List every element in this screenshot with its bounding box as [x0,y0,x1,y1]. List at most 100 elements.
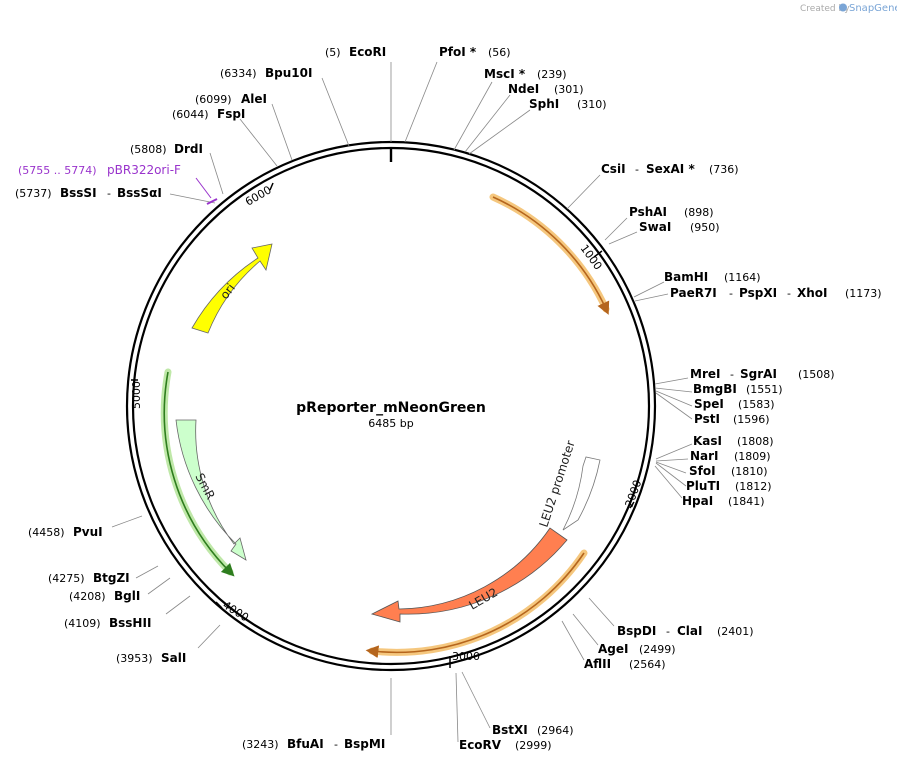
site-pluti-name: PluTI [686,479,720,493]
site-bsshii[interactable]: (4109) BssHII [64,616,151,630]
site-bpu10i-name: Bpu10I [265,66,312,80]
site-pvui[interactable]: (4458) PvuI [28,525,103,539]
site-pfoi-pos: (56) [488,46,511,59]
site-bgli-name: BglI [114,589,140,603]
site-mrei-name: MreI [690,367,720,381]
site-psti-pos: (1596) [733,413,770,426]
site-pshai[interactable]: PshAI (898) [629,205,714,219]
site-fspi-pos: (6044) [172,108,209,121]
site-paer7i-name2: PspXI [739,286,777,300]
site-bsshii-name: BssHII [109,616,151,630]
site-bfuai-name2: BspMI [344,737,385,751]
site-bsssi[interactable]: (5737) BssSI - BssSαI [15,186,162,200]
site-bmgbi[interactable]: BmgBI (1551) [693,382,783,396]
site-paer7i-sep2: - [787,287,791,300]
site-ndei-name: NdeI [508,82,539,96]
site-bamhi-pos: (1164) [724,271,761,284]
site-agei-pos: (2499) [639,643,676,656]
site-nari-pos: (1809) [734,450,771,463]
feature-leu2[interactable] [370,527,568,623]
site-csii-pos: (736) [709,163,739,176]
site-paer7i-pos: (1173) [845,287,882,300]
site-fspi[interactable]: (6044) FspI [172,107,245,121]
site-agei[interactable]: AgeI (2499) [598,642,676,656]
site-aflii-pos: (2564) [629,658,666,671]
site-pshai-name: PshAI [629,205,667,219]
site-paer7i[interactable]: PaeR7I - PspXI - XhoI (1173) [670,286,882,300]
feature-ori[interactable] [191,243,273,334]
site-ndei[interactable]: NdeI (301) [508,82,584,96]
site-bfuai[interactable]: (3243) BfuAI - BspMI [242,737,385,751]
site-sfoi[interactable]: SfoI (1810) [689,464,768,478]
site-btgzi[interactable]: (4275) BtgZI [48,571,130,585]
primer-pbr322ori-f[interactable]: (5755 .. 5774) pBR322ori-F [18,163,181,177]
orf-arrow-1[interactable] [492,196,610,315]
site-alei[interactable]: (6099) AleI [195,92,267,106]
site-spei-pos: (1583) [738,398,775,411]
site-bpu10i-pos: (6334) [220,67,257,80]
site-agei-name: AgeI [598,642,628,656]
tick-label-5000: 5000 [130,381,143,409]
site-bmgbi-pos: (1551) [746,383,783,396]
site-sphi[interactable]: SphI (310) [529,97,607,111]
plasmid-name: pReporter_mNeonGreen [296,400,486,416]
site-aflii[interactable]: AflII (2564) [584,657,666,671]
site-spei-name: SpeI [694,397,724,411]
site-bfuai-name: BfuAI [287,737,324,751]
site-csii-name2: SexAI * [646,162,695,176]
site-bstxi-pos: (2964) [537,724,574,737]
site-swai[interactable]: SwaI (950) [639,220,720,234]
site-mrei[interactable]: MreI - SgrAI (1508) [690,367,835,381]
site-csii[interactable]: CsiI - SexAI * (736) [601,162,739,176]
orf-arrow-2[interactable] [365,552,585,659]
site-nari[interactable]: NarI (1809) [690,449,771,463]
site-pfoi[interactable]: PfoI * (56) [439,45,511,59]
site-paer7i-sep: - [729,287,733,300]
site-bpu10i[interactable]: (6334) Bpu10I [220,66,312,80]
site-bsssi-sep: - [107,187,111,200]
site-psti[interactable]: PstI (1596) [694,412,770,426]
site-spei[interactable]: SpeI (1583) [694,397,775,411]
site-bspdi[interactable]: BspDI - ClaI (2401) [617,624,754,638]
site-bstxi[interactable]: BstXI (2964) [492,723,574,737]
site-bfuai-pos: (3243) [242,738,279,751]
site-drdi-pos: (5808) [130,143,167,156]
site-hpai[interactable]: HpaI (1841) [682,494,765,508]
site-bmgbi-name: BmgBI [693,382,737,396]
site-sfoi-name: SfoI [689,464,716,478]
site-ecori[interactable]: (5) EcoRI [325,45,386,59]
site-psti-name: PstI [694,412,720,426]
site-bfuai-sep: - [334,738,338,751]
site-ecorv-pos: (2999) [515,739,552,752]
site-bstxi-name: BstXI [492,723,528,737]
site-bamhi[interactable]: BamHI (1164) [664,270,761,284]
orf-arrow-3[interactable] [163,371,235,577]
site-pvui-pos: (4458) [28,526,65,539]
site-btgzi-name: BtgZI [93,571,130,585]
site-kasi[interactable]: KasI (1808) [693,434,774,448]
site-sphi-name: SphI [529,97,559,111]
site-ecori-name: EcoRI [349,45,386,59]
credit-brand[interactable]: SnapGene [849,3,897,14]
site-paer7i-name3: XhoI [797,286,828,300]
site-msci[interactable]: MscI * (239) [484,67,567,81]
feature-smr[interactable] [175,419,247,561]
site-csii-sep: - [635,163,639,176]
site-bamhi-name: BamHI [664,270,708,284]
site-ecorv[interactable]: EcoRV (2999) [459,738,552,752]
site-pfoi-name: PfoI * [439,45,477,59]
feature-leu2-promoter[interactable] [562,456,601,531]
site-bsssi-name: BssSI [60,186,97,200]
site-aflii-name: AflII [584,657,611,671]
tick-mark-1000 [593,250,603,258]
site-msci-name: MscI * [484,67,526,81]
site-drdi[interactable]: (5808) DrdI [130,142,203,156]
site-btgzi-pos: (4275) [48,572,85,585]
site-pluti[interactable]: PluTI (1812) [686,479,772,493]
site-csii-name: CsiI [601,162,626,176]
site-alei-pos: (6099) [195,93,232,106]
site-bgli[interactable]: (4208) BglI [69,589,140,603]
site-sali[interactable]: (3953) SalI [116,651,186,665]
site-hpai-name: HpaI [682,494,713,508]
